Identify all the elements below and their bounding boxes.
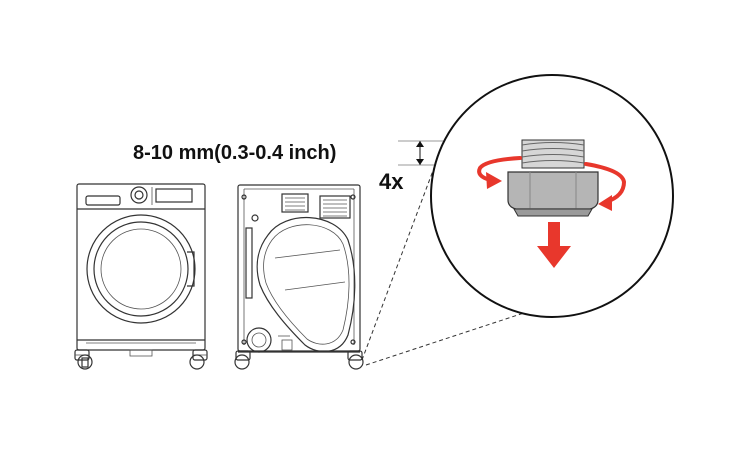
- down-arrow-icon: [537, 222, 571, 268]
- leveling-foot-icon: [507, 171, 599, 217]
- measurement-label: 8-10 mm(0.3-0.4 inch): [133, 142, 336, 164]
- rotate-arrow-head-left: [486, 172, 502, 189]
- rotate-arrow-icon: [477, 156, 627, 204]
- dryer-rear-icon: [234, 184, 364, 370]
- leader-lines: [361, 167, 546, 366]
- threaded-stud: [521, 139, 585, 169]
- dryer-front-icon: [74, 183, 208, 370]
- leveling-foot-detail: [430, 74, 674, 318]
- quantity-label: 4x: [379, 169, 404, 194]
- rotate-arrow-head-right: [598, 195, 612, 211]
